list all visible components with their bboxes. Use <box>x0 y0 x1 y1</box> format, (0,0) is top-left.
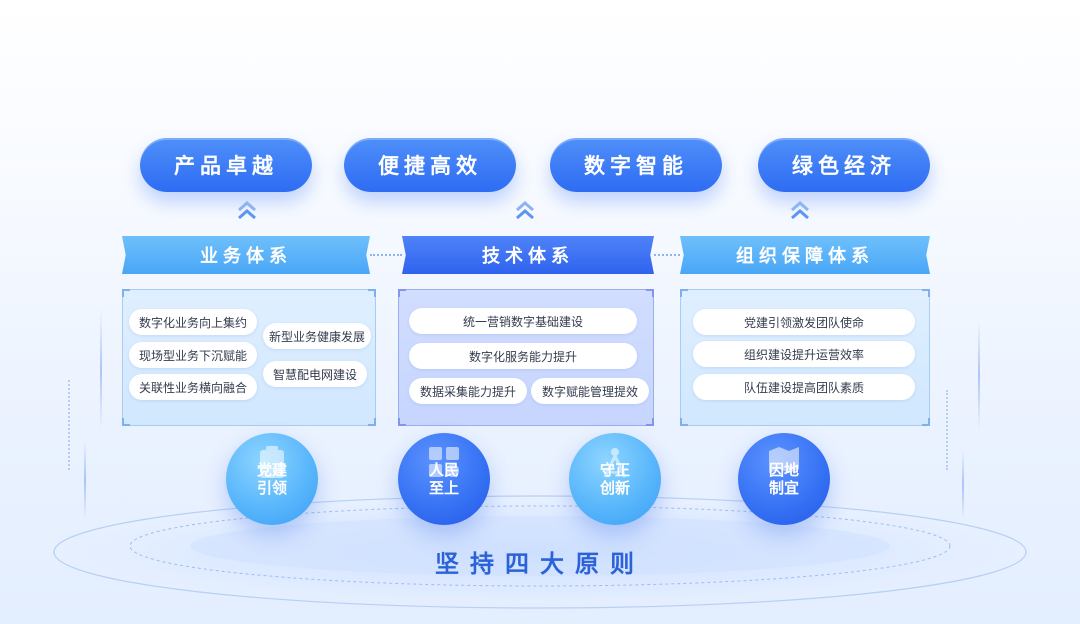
tech-item: 数字化服务能力提升 <box>409 343 637 369</box>
principle-people-first: 人民 至上 <box>398 433 490 525</box>
org-item: 党建引领激发团队使命 <box>693 309 915 335</box>
tech-system-header: 技术体系 <box>402 236 654 274</box>
principle-text: 引领 <box>256 479 287 497</box>
connector-dotted-line <box>654 254 680 256</box>
tech-system-panel: 统一营销数字基础建设 数字化服务能力提升 数据采集能力提升 数字赋能管理提效 <box>398 289 654 426</box>
goal-pill: 产品卓越 <box>140 138 312 192</box>
decor-line <box>84 440 86 520</box>
goal-pill: 绿色经济 <box>758 138 930 192</box>
principle-text: 守正 <box>599 461 630 479</box>
decor-line <box>100 310 102 430</box>
connector-dotted-line <box>370 254 402 256</box>
org-item: 队伍建设提高团队素质 <box>693 374 915 400</box>
clipboard-icon <box>260 446 284 478</box>
chevron-up-icon <box>516 201 534 220</box>
principle-text: 党建 <box>256 461 287 479</box>
principle-party-leadership: 党建 引领 <box>226 433 318 525</box>
business-item: 新型业务健康发展 <box>263 323 371 349</box>
goal-pill: 便捷高效 <box>344 138 516 192</box>
org-system-panel: 党建引领激发团队使命 组织建设提升运营效率 队伍建设提高团队素质 <box>680 289 930 426</box>
business-item: 数字化业务向上集约 <box>129 309 257 335</box>
business-system-panel: 数字化业务向上集约 现场型业务下沉赋能 关联性业务横向融合 新型业务健康发展 智… <box>122 289 376 426</box>
principle-text: 人民 <box>428 461 459 479</box>
compass-icon <box>603 448 627 478</box>
map-icon <box>769 447 799 473</box>
decor-line <box>962 450 964 520</box>
tech-item: 数字赋能管理提效 <box>531 378 649 404</box>
chevron-up-icon <box>238 201 256 220</box>
business-item: 关联性业务横向融合 <box>129 374 257 400</box>
tech-item: 统一营销数字基础建设 <box>409 308 637 334</box>
business-item: 现场型业务下沉赋能 <box>129 342 257 368</box>
org-system-header: 组织保障体系 <box>680 236 930 274</box>
org-item: 组织建设提升运营效率 <box>693 341 915 367</box>
business-system-header: 业务体系 <box>122 236 370 274</box>
people-grid-icon <box>429 447 459 477</box>
principles-title: 坚持四大原则 <box>435 549 645 578</box>
decor-dotted-line <box>946 390 948 470</box>
goal-pill: 数字智能 <box>550 138 722 192</box>
principle-text: 创新 <box>599 479 630 497</box>
principle-text: 因地 <box>768 461 799 479</box>
decor-dotted-line <box>68 380 70 470</box>
principle-text: 至上 <box>428 479 459 497</box>
business-item: 智慧配电网建设 <box>263 361 367 387</box>
principle-local-adaptation: 因地 制宜 <box>738 433 830 525</box>
decor-line <box>978 320 980 430</box>
tech-item: 数据采集能力提升 <box>409 378 527 404</box>
principle-text: 制宜 <box>768 479 799 497</box>
principle-integrity-innovation: 守正 创新 <box>569 433 661 525</box>
chevron-up-icon <box>791 201 809 220</box>
